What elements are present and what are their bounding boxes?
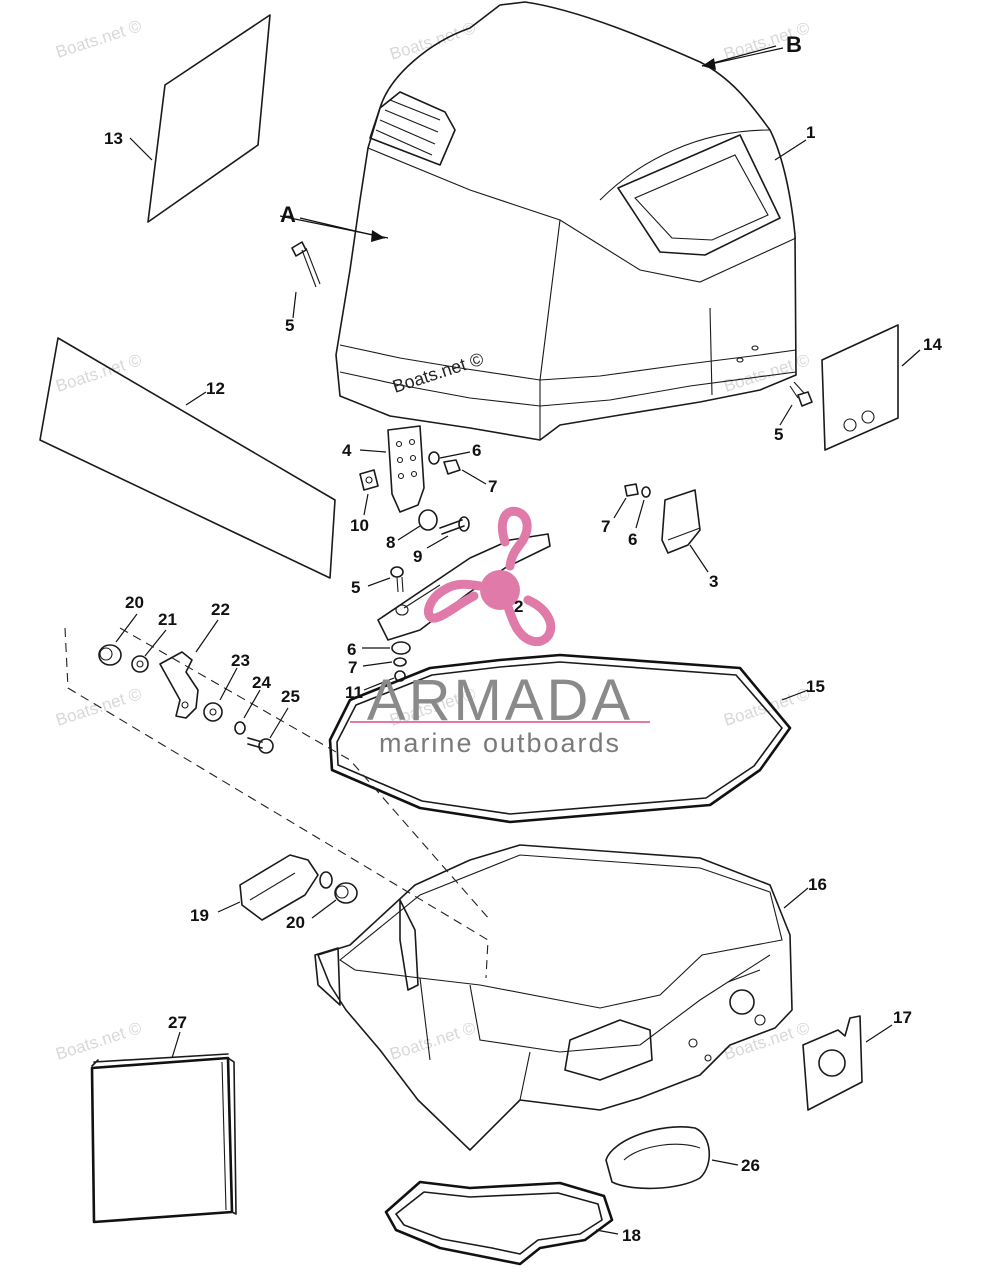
- watermark-text: Boats.net ©: [721, 684, 812, 730]
- part-4-bracket: [387, 425, 425, 513]
- callout-9: 9: [413, 547, 422, 566]
- view-arrow-a: [299, 217, 386, 242]
- callout-20: 20: [125, 593, 144, 612]
- callout-11: 11: [345, 683, 363, 702]
- part-6-washer: [391, 641, 411, 655]
- view-label-b: B: [786, 32, 802, 57]
- part-21-washer: [131, 655, 149, 673]
- callout-17: 17: [893, 1008, 912, 1027]
- assembly-guide-line: [64, 627, 489, 979]
- callout-27: 27: [168, 1013, 187, 1032]
- part-5-screw: [390, 566, 404, 593]
- callout-6: 6: [347, 640, 356, 659]
- part-27-manual: [90, 1053, 237, 1224]
- part-7-nut: [624, 483, 639, 497]
- watermark-text: Boats.net ©: [387, 18, 478, 64]
- part-7-nut: [443, 459, 461, 475]
- part-24-washer: [234, 721, 246, 735]
- watermark-text: Boats.net ©: [387, 1018, 478, 1064]
- callout-6: 6: [628, 530, 637, 549]
- part-3-bracket: [661, 489, 701, 554]
- logo-divider: [350, 721, 650, 723]
- part-19-latch-handle: [239, 854, 333, 921]
- leader-lines: [115, 45, 921, 1235]
- part-23-washer: [203, 702, 223, 722]
- part-6-washer: [641, 486, 651, 498]
- callout-26: 26: [741, 1156, 760, 1175]
- watermark-text: Boats.net ©: [721, 350, 812, 396]
- watermark-text: Boats.net ©: [53, 16, 144, 62]
- callout-22: 22: [211, 600, 230, 619]
- logo-tagline: marine outboards: [379, 728, 621, 758]
- part-13-decal: [147, 14, 271, 223]
- watermark-text: Boats.net ©: [53, 350, 144, 396]
- callout-2: 2: [514, 597, 523, 616]
- callout-20: 20: [286, 913, 305, 932]
- watermark-text: Boats.net ©: [390, 349, 486, 397]
- part-10-nut: [359, 469, 379, 491]
- part-14-decal: [821, 324, 899, 451]
- part-7-washer: [393, 657, 407, 667]
- watermark-text: Boats.net ©: [53, 1018, 144, 1064]
- callout-6: 6: [472, 441, 481, 460]
- callout-4: 4: [342, 441, 352, 460]
- callout-24: 24: [252, 673, 271, 692]
- callout-23: 23: [231, 651, 250, 670]
- view-label-a: A: [280, 202, 296, 227]
- part-5-screw: [291, 241, 321, 288]
- armada-logo: ARMADA marine outboards: [350, 506, 650, 758]
- callout-18: 18: [622, 1226, 641, 1245]
- callout-25: 25: [281, 687, 300, 706]
- part-6-washer: [428, 451, 440, 465]
- part-17-decal: [802, 1015, 863, 1111]
- callout-19: 19: [190, 906, 209, 925]
- part-15-seal: [328, 653, 792, 824]
- callout-numbers: 1 2 3 4 5 5 5 6 6 6 7 7 7 8 9 10 11 12 1…: [104, 123, 942, 1245]
- callout-14: 14: [923, 335, 942, 354]
- callout-10: 10: [350, 516, 369, 535]
- part-8-bushing: [418, 509, 438, 531]
- callout-15: 15: [806, 677, 825, 696]
- callout-7: 7: [488, 477, 497, 496]
- part-22-latch-lever: [159, 651, 199, 719]
- part-26-boot: [605, 1126, 711, 1190]
- callout-7: 7: [601, 517, 610, 536]
- callout-1: 1: [806, 123, 815, 142]
- watermark-text: Boats.net ©: [721, 1018, 812, 1064]
- callout-13: 13: [104, 129, 123, 148]
- callout-7: 7: [348, 658, 357, 677]
- part-18-gasket: [384, 1180, 614, 1266]
- logo-wordmark: ARMADA: [367, 668, 633, 733]
- callout-8: 8: [386, 533, 395, 552]
- callout-3: 3: [709, 572, 718, 591]
- callout-5: 5: [351, 578, 360, 597]
- assembly-guide-line: [119, 627, 491, 921]
- part-16-bottom-cowl: [314, 844, 793, 1151]
- view-arrow-b: [701, 47, 784, 70]
- callout-12: 12: [206, 379, 225, 398]
- callout-5: 5: [774, 425, 783, 444]
- part-5-screw: [789, 381, 813, 407]
- callout-21: 21: [158, 610, 177, 629]
- callout-16: 16: [808, 875, 827, 894]
- part-12-decal: [39, 337, 336, 579]
- part-25-bolt: [247, 737, 274, 754]
- part-1-top-cowl: [335, 1, 797, 441]
- callout-5: 5: [285, 316, 294, 335]
- propeller-icon: [424, 506, 556, 647]
- part-20-grommet: [98, 644, 122, 666]
- part-20-grommet: [334, 882, 358, 904]
- part-2-latch-arm: [377, 533, 551, 641]
- part-9-bolt: [439, 516, 470, 535]
